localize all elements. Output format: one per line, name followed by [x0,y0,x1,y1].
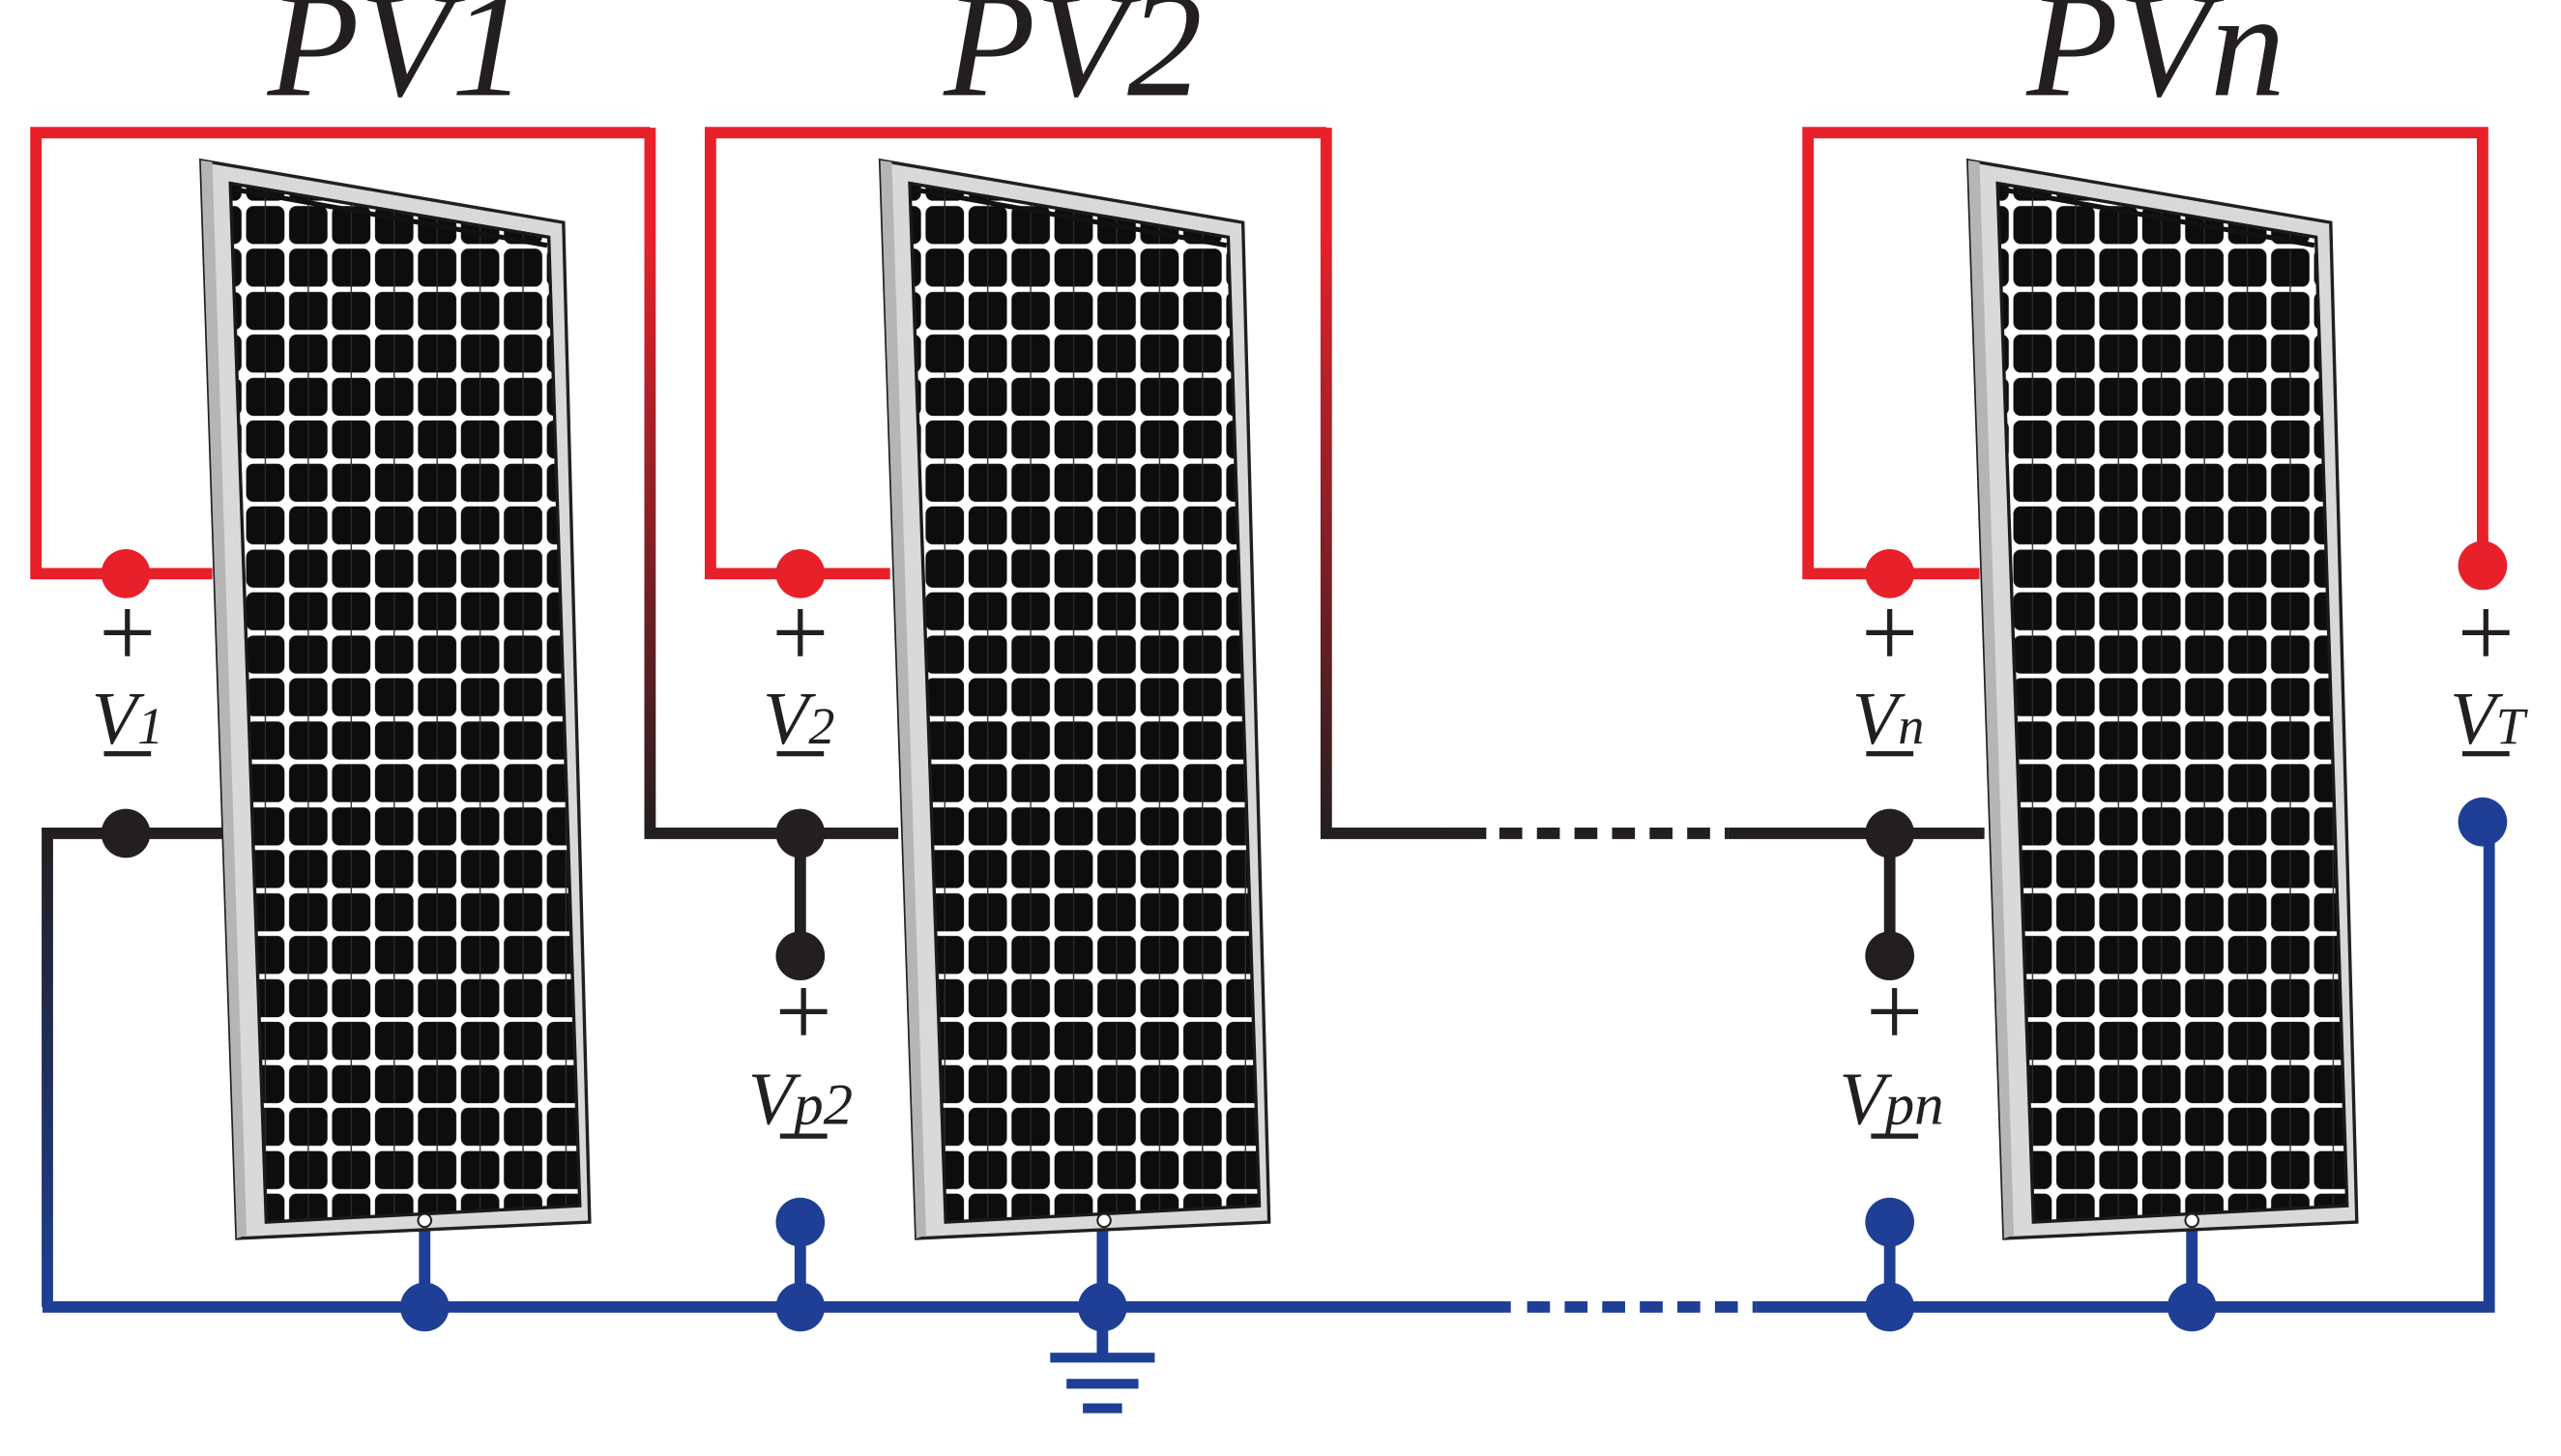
terminal-dot-icon [775,931,826,981]
minus-sign: − [99,698,156,810]
voltage-subscript: 2 [808,697,834,755]
voltage-main: V [1852,677,1906,760]
voltage-symbol: V2 [763,677,835,760]
plus-sign: + [1861,577,1918,689]
voltage-symbol: V1 [92,677,163,760]
voltage-subscript: pn [1881,1073,1944,1138]
terminal-dot-icon [775,1197,826,1247]
voltage-main: V [2450,677,2503,760]
minus-sign: − [2458,698,2515,810]
minus-sign: − [771,698,829,810]
voltage-label-vp2: + Vp2 − [748,956,853,1192]
terminal-dot-icon [2458,540,2508,591]
voltage-subscript: 1 [137,697,163,755]
terminal-dot-icon [775,1282,826,1332]
terminal-dot-icon [1865,549,1914,598]
solar-panel-icon [881,160,1269,1238]
solar-panel-icon [201,160,590,1238]
panel-title-pv2: PV2 [943,0,1203,128]
terminal-dot-icon [1865,931,1914,981]
terminal-dot-icon [775,549,826,598]
terminals [101,540,2508,1332]
plus-sign: + [775,956,832,1068]
terminal-dot-icon [101,549,151,598]
voltage-label-vpn: + Vpn − [1839,956,1943,1192]
terminal-dot-icon [2458,797,2508,847]
common-bus-right [1756,822,2495,1313]
pv1-negative-wire [42,828,224,1307]
terminal-dot-icon [775,808,826,859]
series-link-2-n [1320,128,1487,839]
voltage-subscript: n [1898,697,1924,755]
terminal-dot-icon [2167,1282,2217,1332]
voltage-main: V [92,677,145,760]
terminal-dot-icon [1865,1197,1914,1247]
plus-sign: + [2458,577,2515,689]
voltage-subscript: T [2496,697,2529,755]
minus-sign: − [775,1080,832,1192]
plus-sign: + [99,577,156,689]
voltage-label-vn: + Vn − [1852,577,1925,810]
voltage-label-v1: + V1 − [92,577,163,810]
plus-sign: + [1866,956,1923,1068]
terminal-dot-icon [1865,1282,1914,1332]
voltage-main: V [1839,1058,1892,1141]
voltage-label-v2: + V2 − [763,577,835,810]
voltage-symbol: VT [2450,677,2528,760]
voltage-main: V [748,1058,801,1141]
ground-icon [1050,1353,1155,1413]
minus-sign: − [1861,698,1918,810]
voltage-symbol: Vp2 [748,1058,853,1141]
voltage-symbol: Vn [1852,677,1925,760]
terminal-dot-icon [1078,1282,1127,1332]
voltage-label-vt: + VT − [2450,577,2528,810]
terminal-dot-icon [1865,808,1914,859]
voltage-main: V [763,677,816,760]
voltage-symbol: Vpn [1839,1058,1943,1141]
terminal-dot-icon [399,1282,450,1332]
minus-sign: − [1866,1080,1923,1192]
terminal-dot-icon [101,808,151,859]
plus-sign: + [771,577,829,689]
voltage-subscript: p2 [790,1073,853,1138]
solar-panel-icon [1968,160,2357,1238]
panel-title-pvn: PVn [2025,0,2285,128]
panel-title-pv1: PV1 [267,0,527,128]
